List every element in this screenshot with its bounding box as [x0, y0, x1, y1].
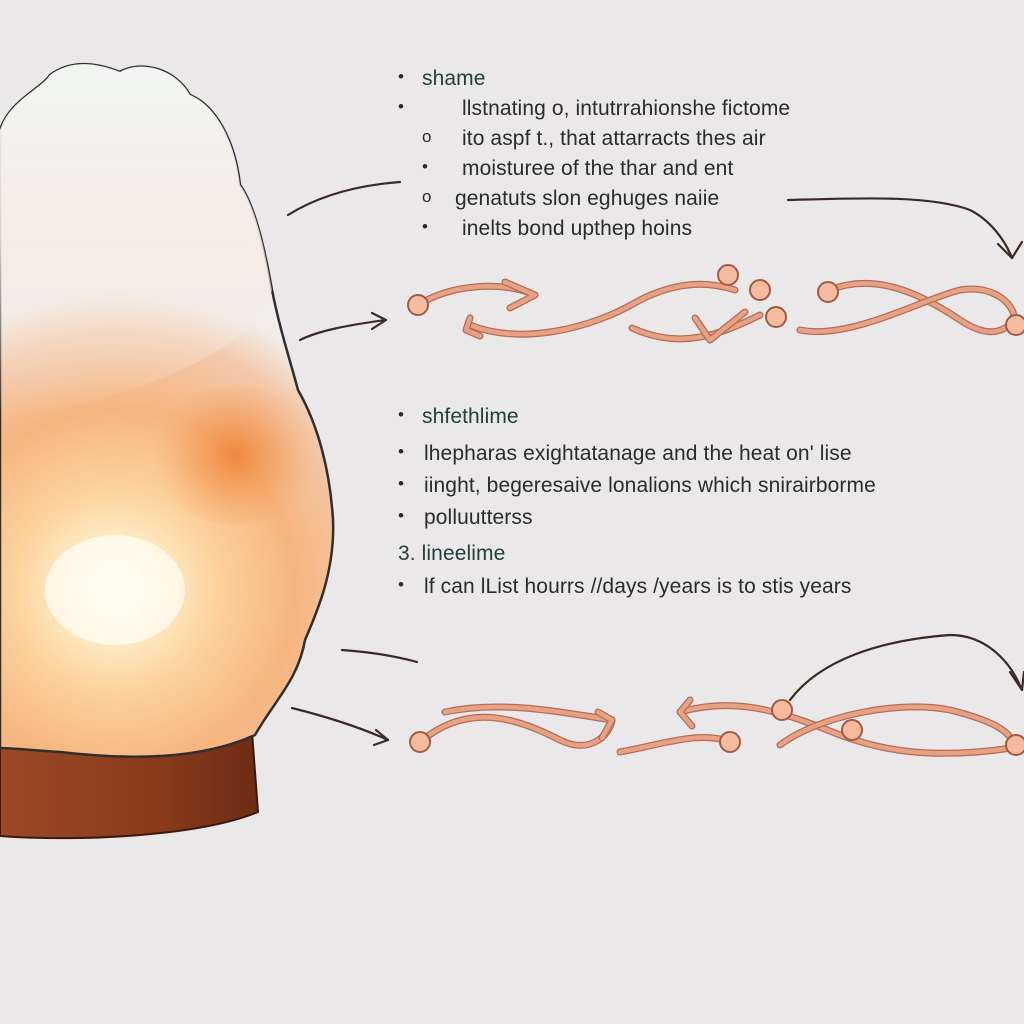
list-item-text: inelts bond upthep hoins [462, 217, 693, 240]
curved-arrow-icon [286, 180, 402, 217]
section2-item-1: • lhepharas exightatanage and the heat o… [398, 442, 852, 466]
node-dot-icon [1005, 734, 1024, 756]
bullet-icon: • [398, 442, 405, 461]
list-item-text: genatuts slon eghuges naiie [455, 187, 720, 210]
section3-item-1: • lf can lList hourrs //days /years is t… [398, 575, 852, 599]
node-dot-icon [1005, 314, 1024, 336]
node-dot-icon [765, 306, 787, 328]
curved-arrow-icon [629, 312, 763, 342]
arrow-layer [286, 180, 1024, 757]
curved-arrow-icon [677, 703, 1015, 756]
curved-arrow-icon [502, 279, 538, 311]
bullet-icon: o [422, 187, 432, 206]
bullet-icon: • [422, 217, 429, 236]
bullet-icon: • [398, 575, 405, 594]
node-dot-icon [717, 264, 739, 286]
node-dot-icon [749, 279, 771, 301]
bullet-icon: • [422, 157, 429, 176]
list-item-text: lhepharas exightatanage and the heat on'… [424, 442, 852, 465]
curved-arrow-icon [797, 286, 1017, 334]
curved-arrow-icon [786, 197, 1014, 260]
section1-item-3: • moisturee of the thar and ent [422, 157, 734, 181]
dot-layer [407, 264, 1024, 756]
curved-arrow-icon [467, 282, 738, 337]
bullet-icon: • [398, 506, 405, 525]
bullet-icon: • [398, 474, 405, 493]
list-item-text: lf can lList hourrs //days /years is to … [424, 575, 852, 598]
bullet-icon: o [422, 127, 432, 146]
bullet-icon: • [398, 97, 405, 116]
section3-heading: 3. lineelime [398, 542, 506, 565]
bullet-icon: • [398, 405, 405, 424]
list-item-text: ito aspf t., that attarracts thes air [462, 127, 766, 150]
section1-heading: • shame [398, 67, 486, 90]
salt-lamp-icon [0, 62, 335, 758]
bullet-icon: • [398, 67, 405, 86]
curved-arrow-icon [340, 648, 419, 664]
section2-item-2: • iinght, begeresaive lonalions which sn… [398, 474, 876, 498]
curved-arrow-icon [1008, 670, 1024, 692]
curved-arrow-icon [290, 706, 390, 742]
curved-arrow-icon [372, 728, 390, 747]
curved-arrow-icon [442, 704, 615, 723]
curved-arrow-icon [996, 240, 1024, 260]
node-dot-icon [771, 699, 793, 721]
section1-item-2: o ito aspf t., that attarracts thes air [422, 127, 766, 151]
list-item-text: polluutterss [424, 506, 533, 529]
node-dot-icon [409, 731, 431, 753]
curved-arrow-icon [677, 697, 695, 729]
curved-arrow-icon [617, 735, 733, 755]
node-dot-icon [841, 719, 863, 741]
section1-item-1: • llstnating o, intutrrahionshe fictome [398, 97, 791, 121]
curved-arrow-icon [827, 281, 1015, 334]
curved-arrow-icon [692, 309, 748, 343]
section2-item-3: • polluutterss [398, 506, 533, 530]
section1-item-4: o genatuts slon eghuges naiie [422, 187, 720, 211]
section1-item-5: • inelts bond upthep hoins [422, 217, 693, 241]
list-item-text: moisturee of the thar and ent [462, 157, 734, 180]
list-item-text: iinght, begeresaive lonalions which snir… [424, 474, 876, 497]
curved-arrow-icon [463, 315, 483, 339]
node-dot-icon [817, 281, 839, 303]
curved-arrow-icon [595, 709, 615, 741]
node-dot-icon [719, 731, 741, 753]
curved-arrow-icon [777, 704, 1017, 748]
curved-arrow-icon [370, 311, 388, 331]
curved-arrow-icon [298, 318, 387, 342]
list-item-text: llstnating o, intutrrahionshe fictome [462, 97, 791, 120]
node-dot-icon [407, 294, 429, 316]
curved-arrow-icon [788, 633, 1024, 702]
section2-heading: • shfethlime [398, 405, 519, 428]
